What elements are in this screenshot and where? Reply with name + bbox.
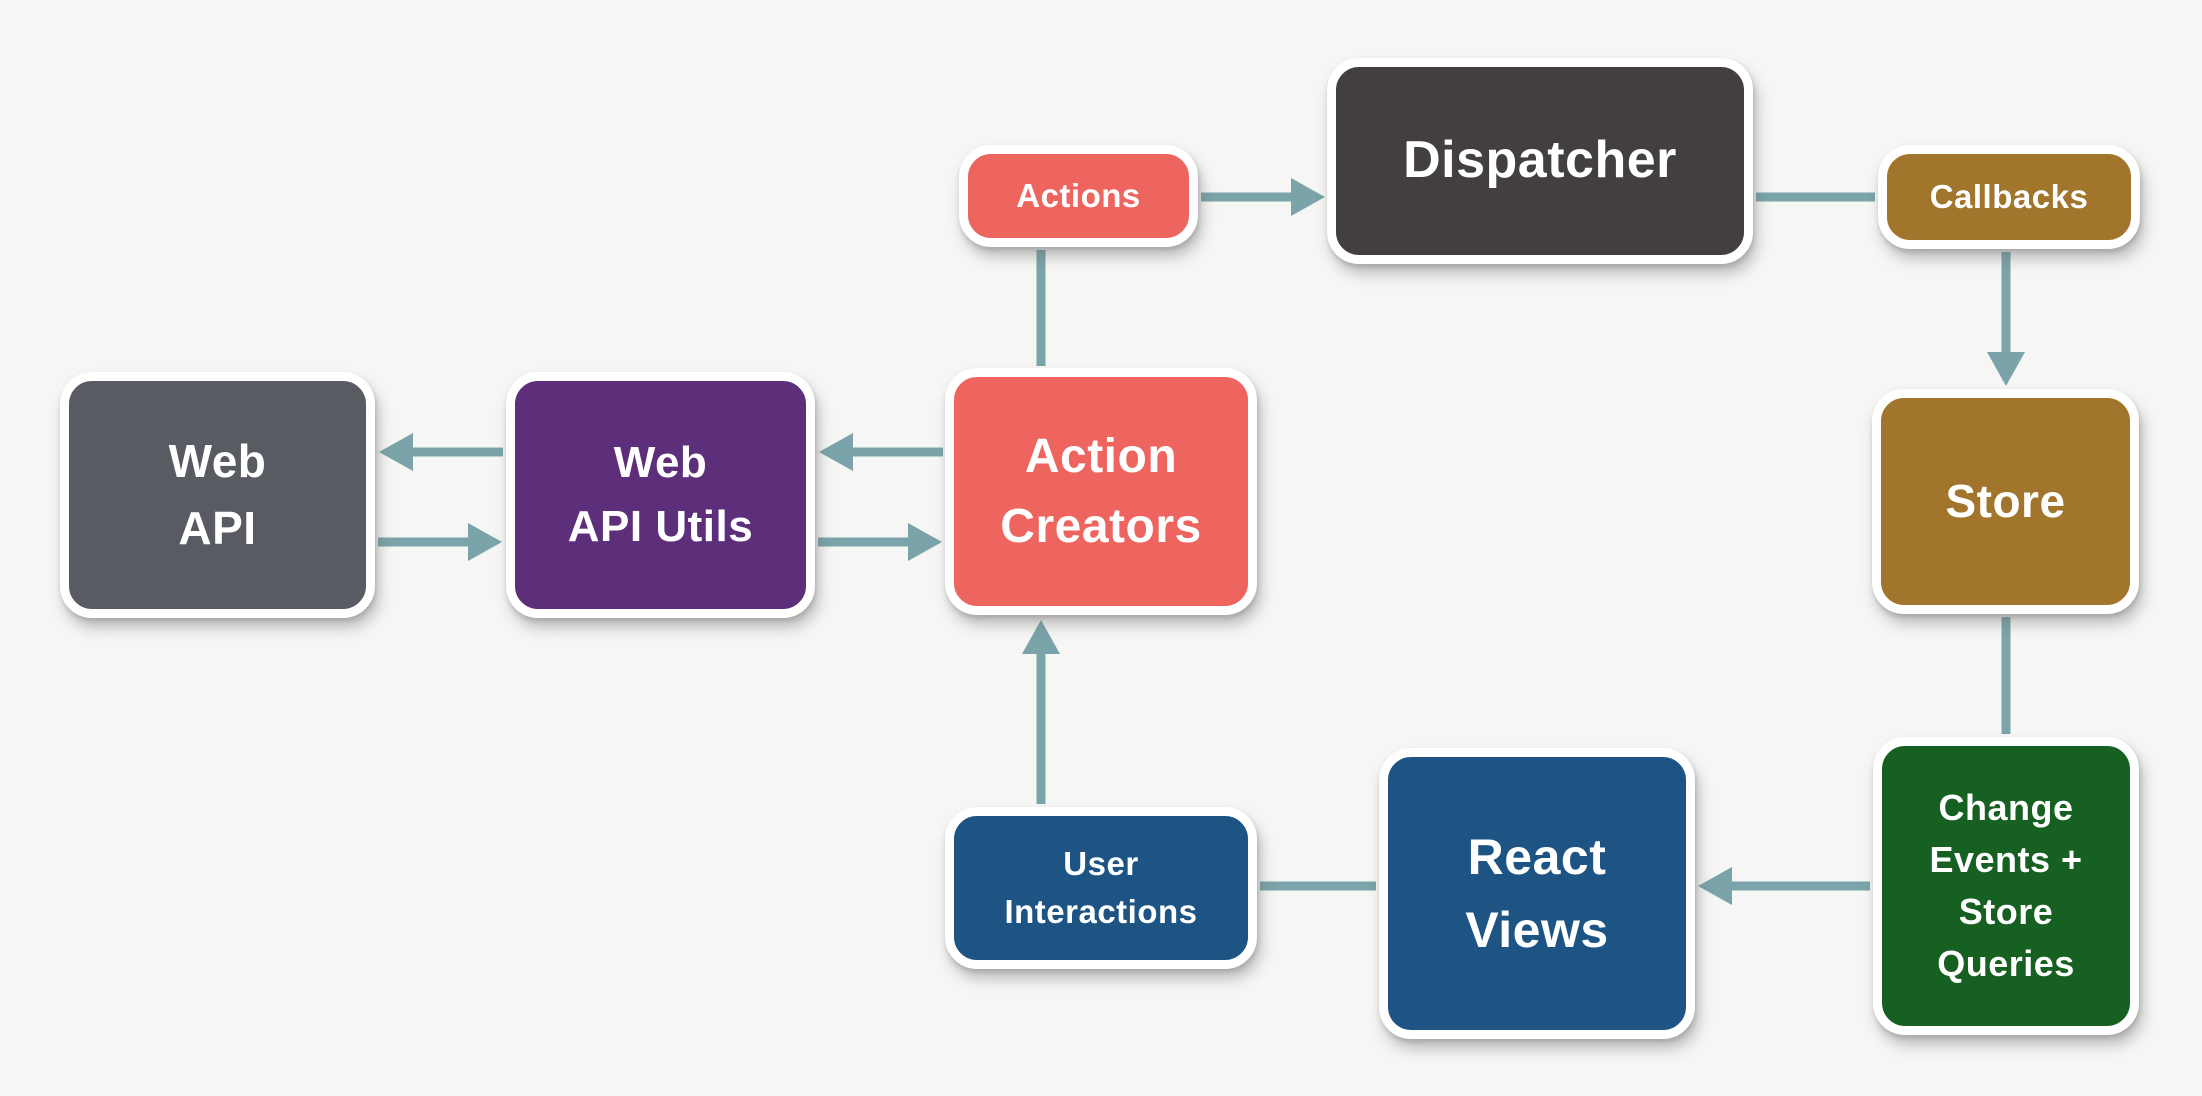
action-creators-label-line: Creators <box>1000 499 1202 553</box>
change-events-label-line: Change <box>1938 786 2074 828</box>
user-interactions-label-line: Interactions <box>1004 893 1198 930</box>
react-views-label-line: React <box>1467 829 1607 885</box>
user-interactions-to-action-creators-arrowhead <box>1022 620 1060 654</box>
web-api-utils-to-web-api-arrowhead <box>379 433 413 471</box>
react-views-label-line: Views <box>1465 901 1609 958</box>
store-label-line: Store <box>1945 475 2066 528</box>
actions-node: Actions <box>959 145 1198 247</box>
callbacks-to-store-arrowhead <box>1987 352 2025 386</box>
web-api-to-web-api-utils-arrowhead <box>468 523 502 561</box>
web-api-utils-label-line: API Utils <box>567 502 754 551</box>
change-events-label-line: Store <box>1958 891 2054 932</box>
callbacks-node: Callbacks <box>1878 145 2140 249</box>
change-events-label-line: Events + <box>1929 838 2083 880</box>
user-interactions-label-line: User <box>1063 845 1139 883</box>
callbacks-label-line: Callbacks <box>1929 178 2089 216</box>
store-node: Store <box>1872 389 2139 614</box>
action-creators-to-web-api-utils-arrowhead <box>819 433 853 471</box>
web-api-label-line: Web <box>168 435 267 488</box>
dispatcher-label-line: Dispatcher <box>1403 131 1677 190</box>
dispatcher-node: Dispatcher <box>1327 58 1753 264</box>
actions-to-dispatcher-arrowhead <box>1291 178 1325 216</box>
actions-label-line: Actions <box>1016 177 1141 215</box>
web-api-utils-label-line: Web <box>613 438 708 488</box>
web-api-utils-to-action-creators-arrowhead <box>908 523 942 561</box>
change-events-to-react-views-arrowhead <box>1698 867 1732 905</box>
change-events-label-line: Queries <box>1937 943 2075 985</box>
action-creators-label-line: Action <box>1024 429 1178 483</box>
web-api-label-line: API <box>178 502 257 554</box>
